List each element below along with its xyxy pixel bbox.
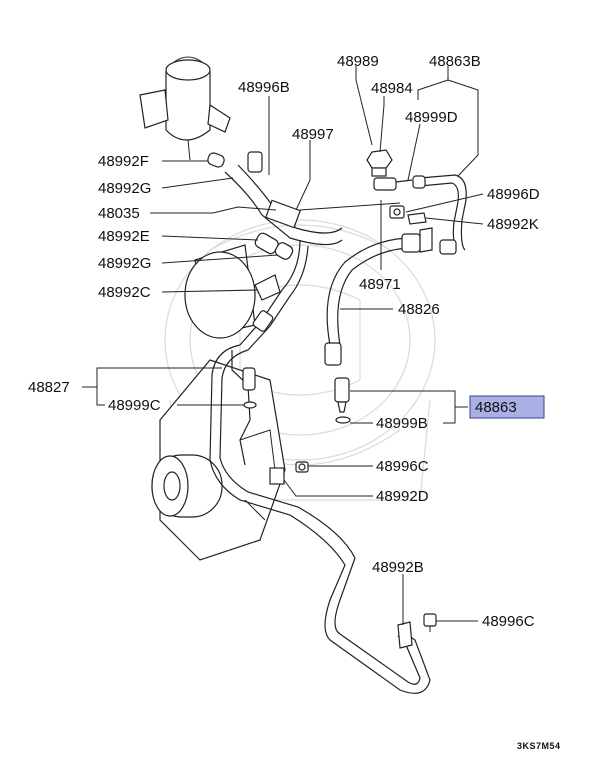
label-48997: 48997 [292, 126, 334, 143]
bolt-48996D [389, 205, 405, 219]
label-48992B: 48992B [372, 559, 424, 576]
label-48996B: 48996B [238, 79, 290, 96]
label-48035: 48035 [98, 205, 140, 222]
clip-48992K [407, 212, 427, 225]
label-48863B: 48863B [429, 53, 481, 70]
label-48863: 48863 [475, 399, 517, 416]
label-48992E: 48992E [98, 228, 150, 245]
label-48992K: 48992K [487, 216, 539, 233]
pump-body [151, 244, 286, 561]
label-48827: 48827 [28, 379, 70, 396]
label-48999D: 48999D [405, 109, 458, 126]
reservoir [139, 56, 231, 161]
label-48992C: 48992C [98, 284, 151, 301]
leader-lines [82, 66, 484, 625]
bolt-48996C-mid [295, 461, 309, 473]
oring-48999C [243, 401, 257, 409]
diagram-code: 3KS7M54 [517, 741, 561, 751]
fitting-48863 [334, 377, 351, 424]
label-48992G-top: 48992G [98, 180, 151, 197]
return-hose [324, 233, 421, 366]
label-48992G-mid: 48992G [98, 255, 151, 272]
clip-48992C [254, 274, 281, 301]
label-48999C: 48999C [108, 397, 161, 414]
bracket-48992B [397, 621, 413, 649]
bolt-48996C-bot [423, 613, 437, 632]
tube-48863B [412, 174, 467, 255]
label-48996C-mid: 48996C [376, 458, 429, 475]
label-48989: 48989 [337, 53, 379, 70]
bracket-48992D [269, 467, 285, 485]
label-48996D: 48996D [487, 186, 540, 203]
pressure-tube [209, 239, 431, 694]
highlight-box-48863 [469, 395, 545, 419]
label-48826: 48826 [398, 301, 440, 318]
label-48996C-bot: 48996C [482, 613, 535, 630]
suction-hose [207, 151, 343, 260]
label-48984: 48984 [371, 80, 413, 97]
fitting-48971 [366, 149, 413, 191]
label-48992D: 48992D [376, 488, 429, 505]
label-48971: 48971 [359, 276, 401, 293]
label-48999B: 48999B [376, 415, 428, 432]
label-48992F: 48992F [98, 153, 149, 170]
